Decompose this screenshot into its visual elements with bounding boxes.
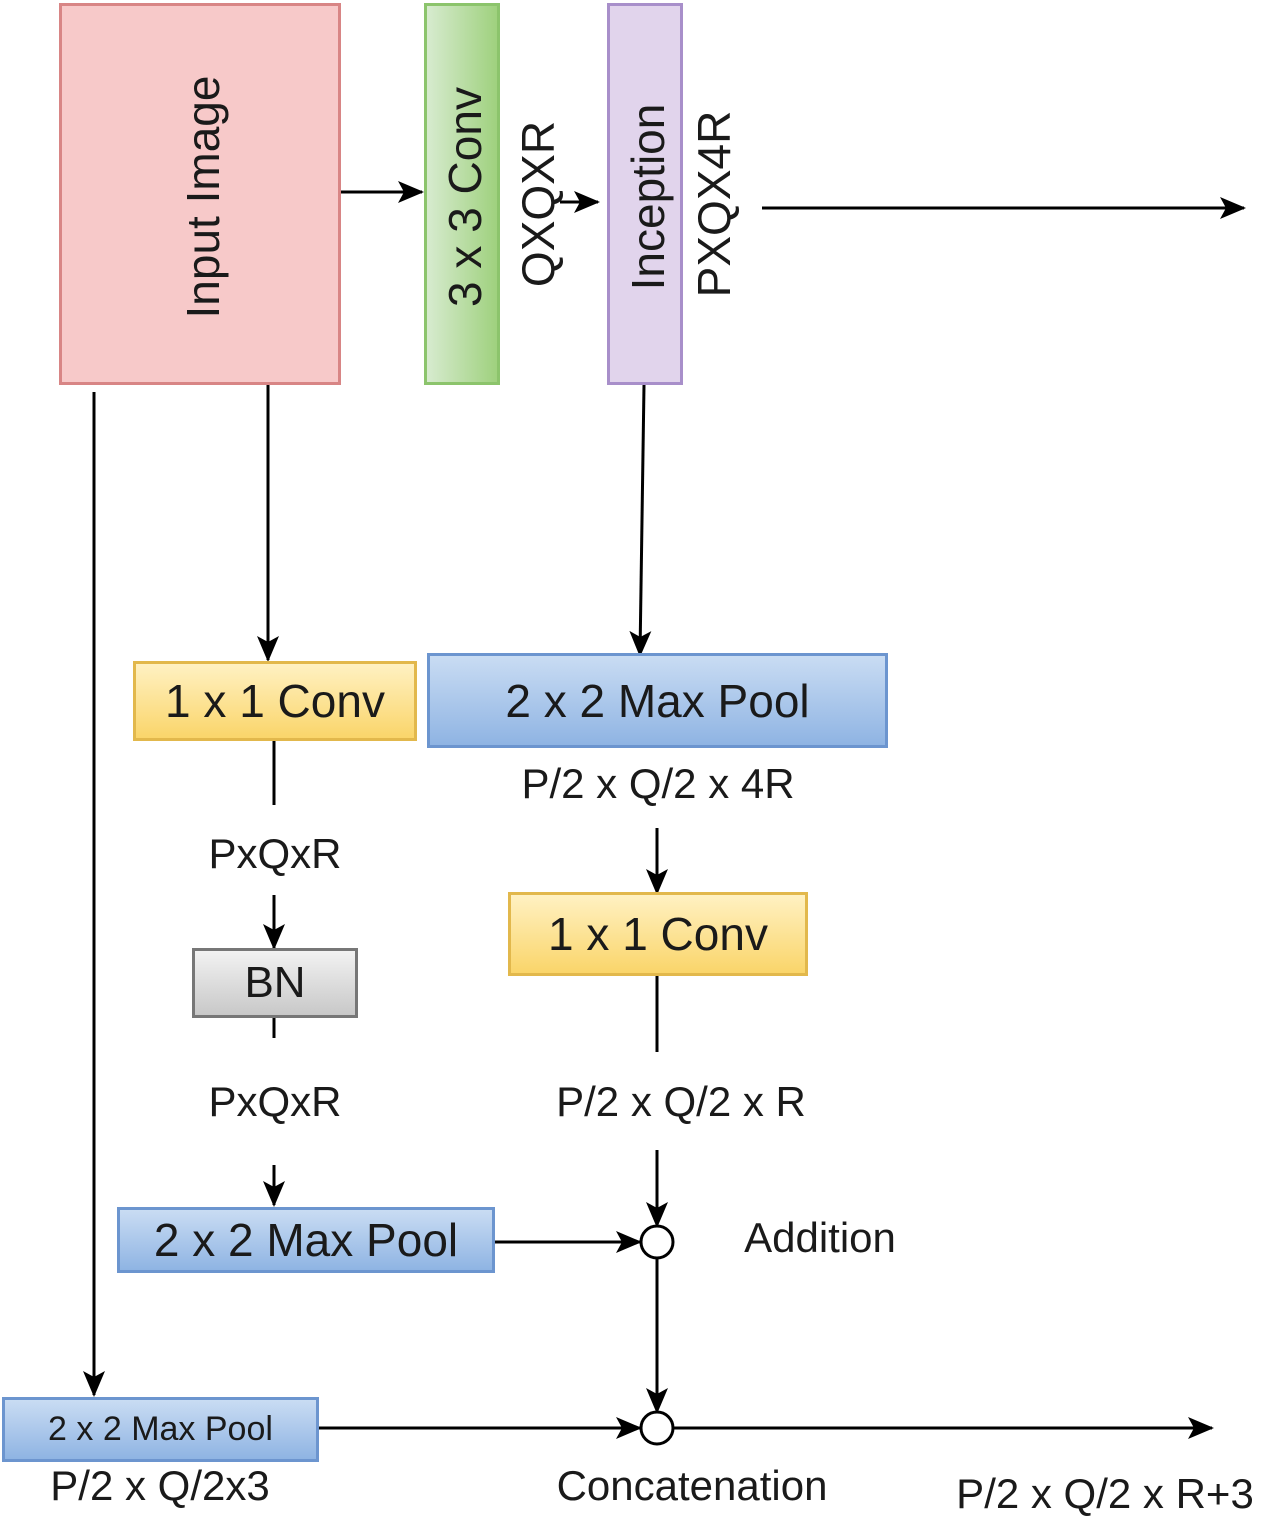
concatenation-node <box>639 1410 675 1446</box>
conv1x1-left-label: 1 x 1 Conv <box>165 675 385 727</box>
bn-output-dims: PxQxR <box>208 1078 342 1125</box>
addition-node <box>639 1224 675 1260</box>
conv1x1-right-block: 1 x 1 Conv <box>508 892 808 976</box>
conv3x3-label: 3 x 3 Conv <box>439 87 491 307</box>
concatenation-label: Concatenation <box>556 1462 828 1509</box>
inception-label: Inception <box>622 103 674 291</box>
maxpool-top-block: 2 x 2 Max Pool <box>427 653 888 748</box>
maxpool-bottom-label: 2 x 2 Max Pool <box>48 1410 273 1448</box>
conv1x1-right-label: 1 x 1 Conv <box>548 908 768 960</box>
input-image-label: Input Image <box>177 75 229 319</box>
bn-block: BN <box>192 948 358 1018</box>
maxpool-mid-label: 2 x 2 Max Pool <box>153 1214 459 1266</box>
addition-label: Addition <box>744 1214 896 1261</box>
maxpool-top-output-dims: P/2 x Q/2 x 4R <box>521 760 795 807</box>
inception-block: Inception <box>607 3 683 385</box>
conv1x1-left-output-dims: PxQxR <box>208 830 342 877</box>
conv1x1-right-output-dims: P/2 x Q/2 x R <box>556 1078 806 1125</box>
maxpool-bottom-output-dims: P/2 x Q/2x3 <box>50 1462 270 1509</box>
conv3x3-block: 3 x 3 Conv <box>424 3 500 385</box>
maxpool-bottom-block: 2 x 2 Max Pool <box>2 1397 319 1462</box>
input-image-block: Input Image <box>59 3 341 385</box>
conv3x3-output-dims: QXQXR <box>512 120 564 288</box>
conv1x1-left-block: 1 x 1 Conv <box>133 661 417 741</box>
bn-label: BN <box>244 958 306 1007</box>
maxpool-mid-block: 2 x 2 Max Pool <box>117 1207 495 1273</box>
maxpool-top-label: 2 x 2 Max Pool <box>505 674 810 727</box>
inception-output-dims: PXQX4R <box>688 110 740 298</box>
edge-inception-to-maxpool <box>629 384 652 657</box>
final-output-dims: P/2 x Q/2 x R+3 <box>956 1470 1254 1517</box>
